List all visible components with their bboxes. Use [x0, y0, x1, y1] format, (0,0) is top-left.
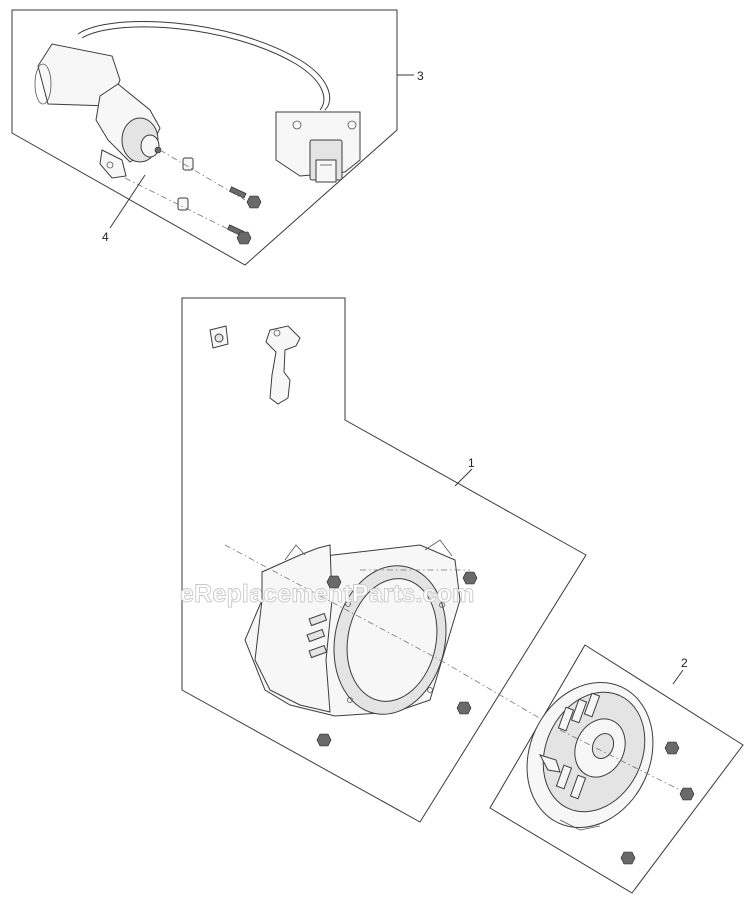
- blower-housing: [244, 539, 461, 717]
- bolt-icon: [456, 701, 472, 715]
- bolt-icon: [664, 741, 680, 755]
- callout-leader: [672, 669, 684, 685]
- bolt-icon: [227, 224, 252, 245]
- starter-motor: [34, 43, 162, 179]
- bolt-icon: [229, 186, 262, 209]
- bolt-icon: [679, 787, 695, 801]
- bolt-icon: [620, 851, 636, 865]
- callout-1: 1: [468, 456, 475, 470]
- callout-leader: [454, 468, 473, 487]
- callout-leader: [109, 174, 146, 229]
- recoil-starter: [526, 681, 654, 831]
- starter-switch-box: [275, 111, 361, 183]
- blower-housing-boundary: [181, 297, 587, 823]
- recoil-starter-assembly: [489, 644, 744, 894]
- starter-cord: [77, 20, 331, 111]
- bolt-icon: [316, 733, 332, 747]
- bolt-icon: [326, 575, 342, 589]
- bolt-icon: [462, 571, 478, 585]
- starter-kit-assembly: [11, 9, 414, 266]
- recoil-starter-boundary: [489, 644, 744, 894]
- starter-kit-boundary: [11, 9, 398, 266]
- bracket: [265, 325, 301, 405]
- spacer-bushing: [182, 157, 194, 171]
- watermark-text: eReplacementParts.com: [180, 580, 475, 608]
- blower-housing-assembly: [181, 297, 587, 823]
- callout-2: 2: [681, 656, 688, 670]
- nut-icon: [209, 325, 229, 349]
- callout-4: 4: [102, 230, 109, 244]
- callout-3: 3: [417, 69, 424, 83]
